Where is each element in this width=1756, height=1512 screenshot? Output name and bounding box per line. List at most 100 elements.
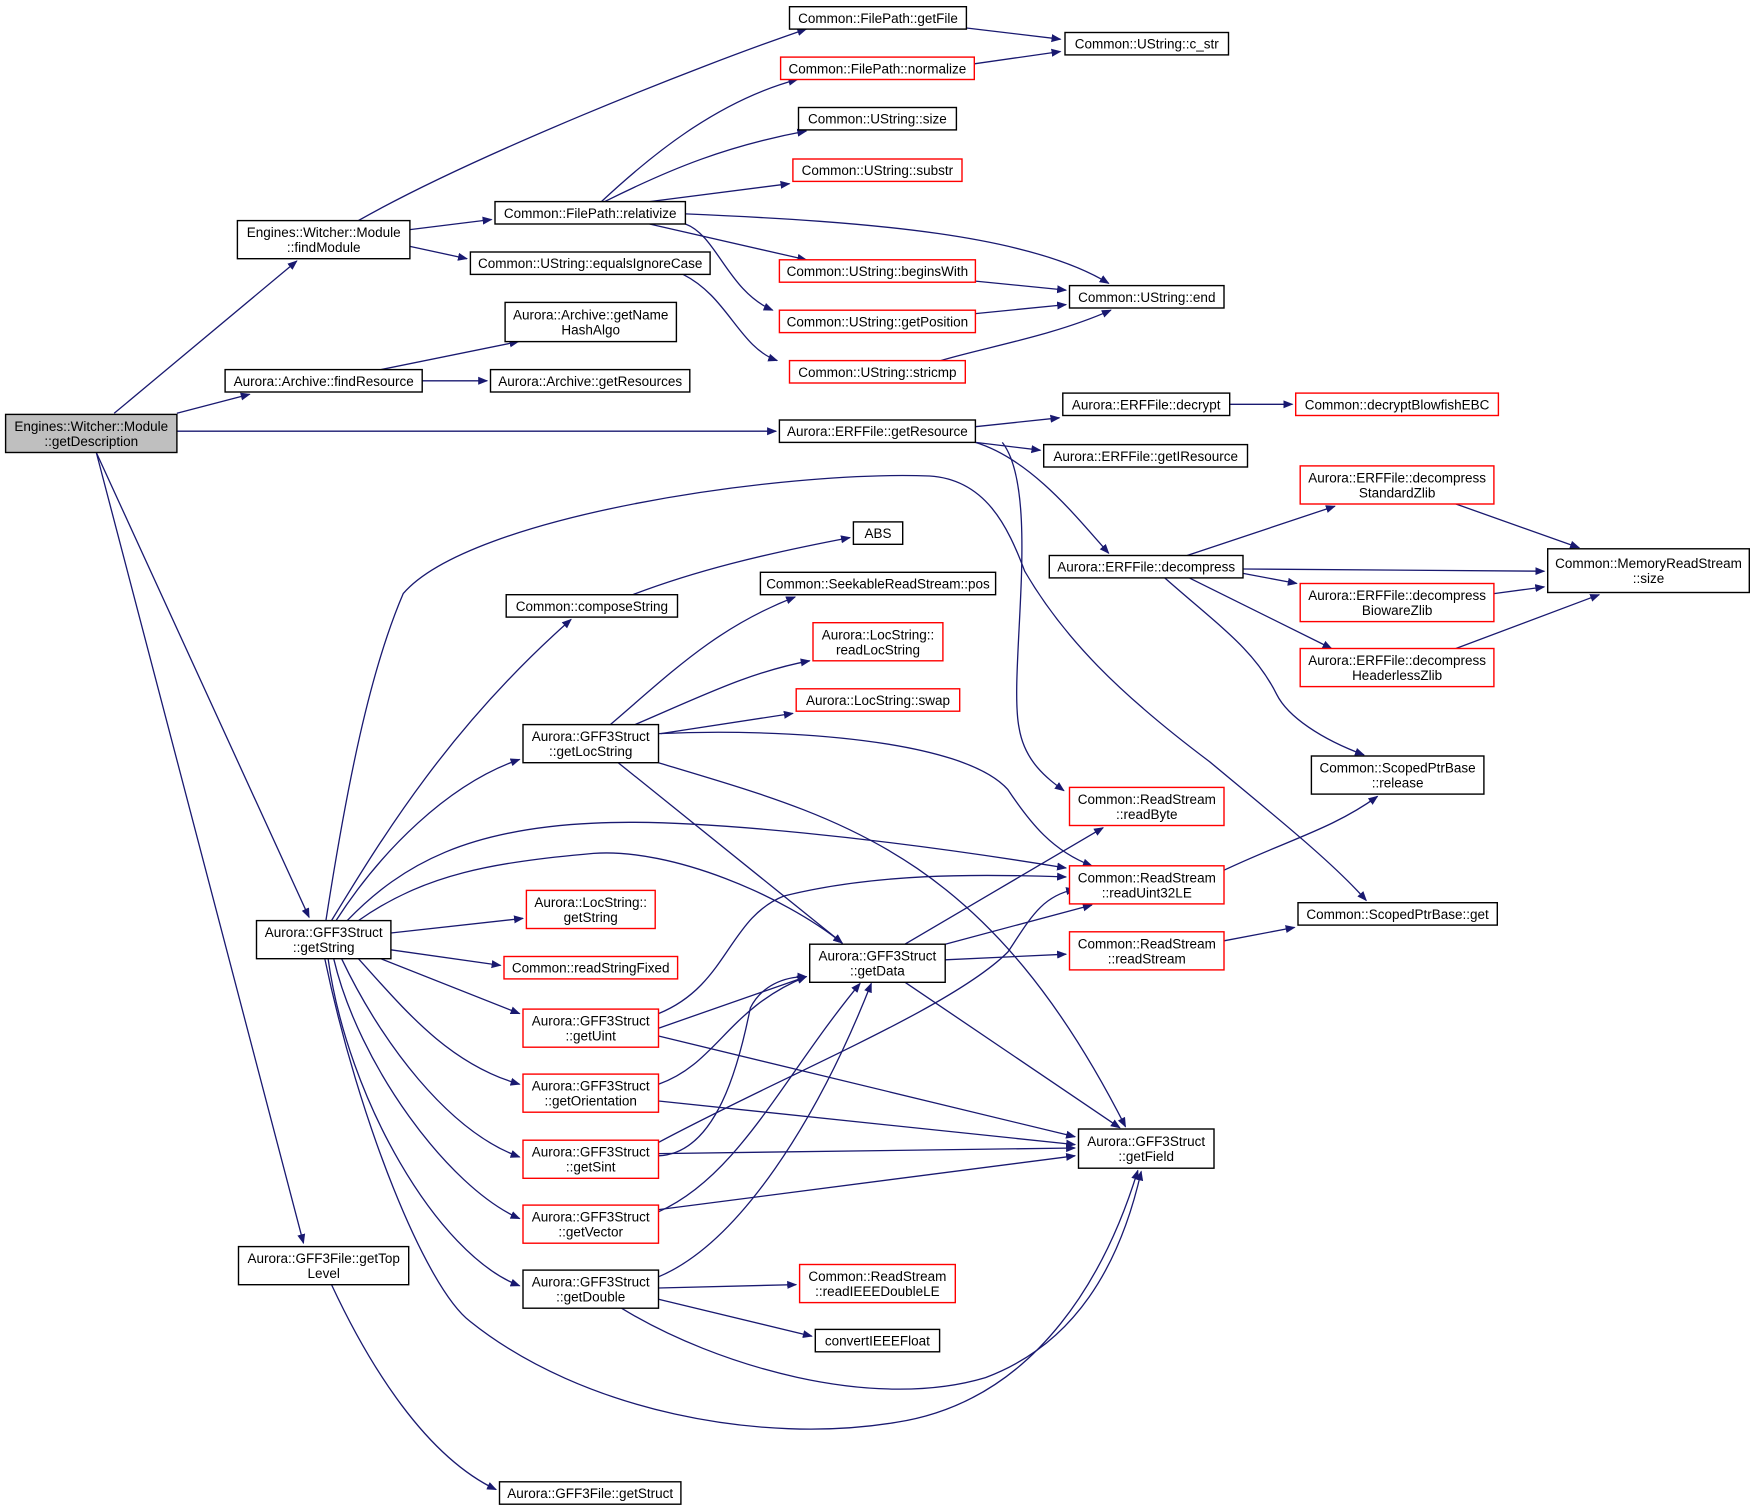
node-gffGetLocString[interactable]: Aurora::GFF3Struct::getLocString [522, 723, 660, 764]
node-seekablePos[interactable]: Common::SeekableReadStream::pos [759, 571, 997, 596]
node-findModule[interactable]: Engines::Witcher::Module::findModule [236, 219, 411, 260]
node-box [1297, 902, 1499, 926]
node-getDescription[interactable]: Engines::Witcher::Module::getDescription [4, 413, 178, 454]
node-ustringSize[interactable]: Common::UString::size [797, 106, 958, 131]
node-decryptBlowfishEBC[interactable]: Common::decryptBlowfishEBC [1294, 392, 1500, 417]
call-edge-line [685, 213, 1110, 284]
call-edge-line [975, 414, 1061, 428]
node-filePathRelativize[interactable]: Common::FilePath::relativize [494, 200, 687, 225]
node-ustringStricmp[interactable]: Common::UString::stricmp [788, 359, 967, 384]
call-edge-gffGetSint-to-gffGetData [658, 972, 808, 1157]
node-box [795, 688, 961, 712]
node-ustringCStr[interactable]: Common::UString::c_str [1064, 31, 1230, 56]
node-gffGetSint[interactable]: Aurora::GFF3Struct::getSint [522, 1139, 660, 1179]
node-box [1068, 786, 1225, 827]
node-readStringFixed[interactable]: Common::readStringFixed [503, 955, 679, 980]
call-edge-gffGetData-to-readStream [945, 950, 1068, 961]
node-ustringGetPosition[interactable]: Common::UString::getPosition [778, 309, 977, 334]
node-label: ::readStream [1108, 951, 1186, 966]
node-gffGetField[interactable]: Aurora::GFF3Struct::getField [1077, 1128, 1215, 1169]
node-composeString[interactable]: Common::composeString [505, 594, 679, 618]
call-edge-line [409, 216, 493, 231]
call-edge-gffGetOrientation-to-gffGetData [658, 975, 808, 1085]
call-edge-line [390, 915, 524, 934]
call-edge-filePathRelativize-to-ustringSubstr [649, 180, 791, 203]
node-scopedPtrGet[interactable]: Common::ScopedPtrBase::get [1297, 902, 1499, 926]
node-label: Common::FilePath::getFile [798, 11, 958, 26]
call-edge-line [358, 28, 808, 222]
call-edge-line [904, 827, 1104, 945]
node-label: Common::UString::size [808, 112, 947, 127]
node-box [1042, 443, 1249, 468]
node-ustringBeginsWith[interactable]: Common::UString::beginsWith [778, 259, 977, 283]
call-edge-composeString-to-abs [632, 535, 851, 596]
node-erfGetIResource[interactable]: Aurora::ERFFile::getIResource [1042, 443, 1249, 468]
call-edge-line [975, 441, 1042, 454]
call-edge-gffGetString-to-readUint32LE [346, 821, 1068, 922]
node-convertIEEEFloat[interactable]: convertIEEEFloat [814, 1328, 941, 1353]
node-readByte[interactable]: Common::ReadStream::readByte [1068, 786, 1225, 827]
call-edge-gffGetLocString-to-readUint32LE [658, 731, 1093, 867]
call-edge-line [658, 1144, 1077, 1155]
call-edge-line [346, 821, 1068, 922]
node-erfDecompress[interactable]: Aurora::ERFFile::decompress [1048, 554, 1244, 579]
node-gffFileGetStruct[interactable]: Aurora::GFF3File::getStruct [498, 1481, 682, 1505]
node-label: Level [308, 1266, 340, 1281]
node-locStringReadLocString[interactable]: Aurora::LocString::readLocString [812, 622, 944, 662]
node-gffGetString[interactable]: Aurora::GFF3Struct::getString [255, 919, 392, 960]
call-edge-filePathRelativize-to-ustringGetPosition [685, 223, 774, 311]
node-gffGetOrientation[interactable]: Aurora::GFF3Struct::getOrientation [522, 1073, 660, 1113]
node-box [237, 1245, 410, 1286]
node-label: Aurora::GFF3File::getStruct [507, 1486, 673, 1501]
node-gffGetVector[interactable]: Aurora::GFF3Struct::getVector [522, 1204, 660, 1244]
node-label: ::readByte [1116, 807, 1178, 822]
node-box [522, 1139, 660, 1179]
node-locStringSwap[interactable]: Aurora::LocString::swap [795, 688, 961, 712]
node-ustringSubstr[interactable]: Common::UString::substr [792, 158, 963, 183]
node-box [505, 594, 679, 618]
node-label: Aurora::GFF3Struct [532, 1210, 650, 1225]
node-readIEEEDoubleLE[interactable]: Common::ReadStream::readIEEEDoubleLE [798, 1263, 956, 1304]
node-readUint32LE[interactable]: Common::ReadStream::readUint32LE [1068, 865, 1225, 905]
call-edge-gffFileGetTopLevel-to-gffFileGetStruct [330, 1284, 498, 1491]
node-gffGetUint[interactable]: Aurora::GFF3Struct::getUint [522, 1008, 660, 1048]
node-abs[interactable]: ABS [852, 521, 904, 546]
node-box [525, 889, 656, 930]
node-label: ::release [1372, 776, 1424, 791]
call-edge-line [649, 223, 808, 262]
node-archiveGetResources[interactable]: Aurora::Archive::getResources [489, 368, 691, 393]
call-edge-filePathRelativize-to-ustringSize [604, 128, 808, 203]
node-locStringGetString[interactable]: Aurora::LocString::getString [525, 889, 656, 930]
call-edge-erfGetResource-to-erfGetIResource [975, 441, 1042, 454]
node-memReadStreamSize[interactable]: Common::MemoryReadStream::size [1546, 548, 1750, 594]
node-archiveFindResource[interactable]: Aurora::Archive::findResource [224, 368, 423, 393]
call-edge-gffGetUint-to-gffGetField [658, 1035, 1077, 1139]
node-erfDecrypt[interactable]: Aurora::ERFFile::decrypt [1062, 392, 1231, 417]
node-gffGetData[interactable]: Aurora::GFF3Struct::getData [809, 943, 946, 984]
node-box [494, 200, 687, 225]
node-readStream[interactable]: Common::ReadStream::readStream [1068, 931, 1225, 971]
node-ustringEqualsIgnoreCase[interactable]: Common::UString::equalsIgnoreCase [469, 251, 711, 276]
node-erfGetResource[interactable]: Aurora::ERFFile::getResource [778, 419, 977, 444]
node-filePathGetFile[interactable]: Common::FilePath::getFile [788, 5, 968, 30]
node-ustringEnd[interactable]: Common::UString::end [1068, 284, 1225, 309]
node-gffGetDouble[interactable]: Aurora::GFF3Struct::getDouble [522, 1269, 660, 1309]
node-label: ABS [864, 526, 891, 541]
node-label: Common::ReadStream [1078, 936, 1216, 951]
call-edge-line [327, 958, 521, 1287]
call-edge-line [975, 301, 1068, 315]
call-edge-line [95, 452, 306, 1245]
node-label: Aurora::GFF3Struct [1087, 1134, 1205, 1149]
call-edge-line [658, 1280, 798, 1289]
node-scopedPtrRelease[interactable]: Common::ScopedPtrBase::release [1310, 755, 1485, 795]
node-filePathNormalize[interactable]: Common::FilePath::normalize [779, 56, 975, 81]
node-label: Aurora::Archive::findResource [234, 374, 414, 389]
call-edge-line [1189, 577, 1333, 650]
node-erfDecompressHeaderlessZlib[interactable]: Aurora::ERFFile::decompressHeaderlessZli… [1299, 647, 1495, 688]
node-box [814, 1328, 941, 1353]
